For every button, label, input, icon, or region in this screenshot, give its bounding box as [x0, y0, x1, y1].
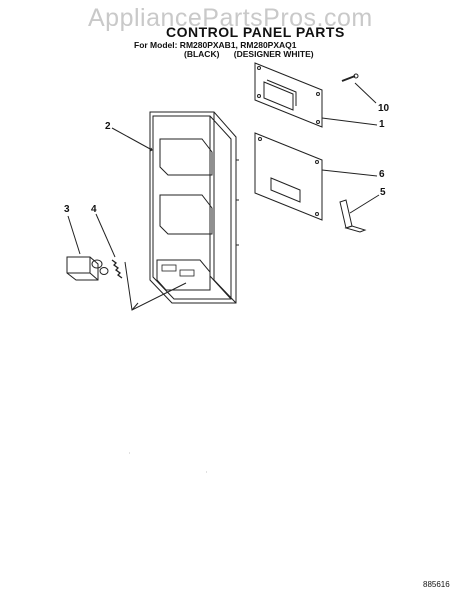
document-number: 885616 — [423, 580, 450, 589]
screw-part — [341, 73, 359, 82]
upper-board-part — [254, 62, 323, 128]
model-line: For Model: RM280PXAB1, RM280PXAQ1 — [134, 40, 297, 50]
callout-2: 2 — [105, 121, 111, 132]
variant-labels: (BLACK) (DESIGNER WHITE) — [184, 49, 326, 59]
callout-3: 3 — [64, 204, 70, 215]
leader-lines — [67, 82, 380, 311]
control-panel-frame-part — [149, 111, 239, 304]
callout-10: 10 — [378, 103, 390, 114]
callout-1: 1 — [379, 119, 385, 130]
membrane-board-part — [254, 132, 323, 221]
diagram-title: CONTROL PANEL PARTS — [166, 24, 345, 40]
variant-white: (DESIGNER WHITE) — [233, 49, 314, 59]
scan-artifacts — [129, 452, 207, 473]
callout-6: 6 — [379, 169, 385, 180]
watermark: AppliancePartsPros.com — [88, 4, 373, 32]
strip-part — [339, 199, 367, 233]
callout-5: 5 — [380, 187, 386, 198]
knob-part — [66, 256, 109, 281]
callout-4: 4 — [91, 204, 97, 215]
variant-black: (BLACK) — [184, 49, 220, 59]
spring-part — [111, 259, 123, 279]
